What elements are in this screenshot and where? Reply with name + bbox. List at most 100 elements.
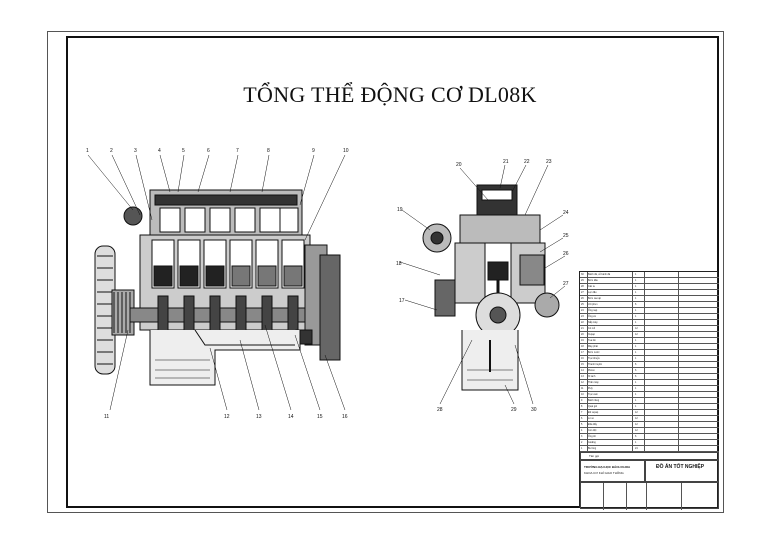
callout-number: 30 <box>531 407 537 413</box>
bom-part-name: Nắp máy <box>588 321 598 324</box>
project-title: ĐỒ ÁN TỐT NGHIỆP <box>656 464 705 470</box>
callout-number: 17 <box>399 298 405 304</box>
callout-number: 25 <box>563 233 569 239</box>
bom-part-name: Cò mổ <box>588 327 596 330</box>
turbocharger <box>422 223 452 253</box>
bom-index: 2 <box>581 441 583 444</box>
bom-quantity: 1 <box>635 441 637 444</box>
callout-number: 7 <box>236 148 239 154</box>
callout-number: 2 <box>110 148 113 154</box>
bom-part-name: Con đội <box>588 429 597 432</box>
bom-part-name: Máy phát <box>588 345 598 348</box>
bom-quantity: 12 <box>635 411 638 414</box>
callout-number: 9 <box>312 148 315 154</box>
bom-index: 20 <box>581 333 584 336</box>
bom-quantity: 1 <box>635 351 637 354</box>
bom-quantity: 1 <box>635 279 637 282</box>
bom-part-name: Bơm cao áp <box>588 297 601 300</box>
bom-quantity: 12 <box>635 327 638 330</box>
bom-part-name: Bu lông <box>588 447 597 450</box>
bom-quantity: 1 <box>635 321 637 324</box>
bom-part-name: Lò xo <box>588 417 594 420</box>
bom-index: 8 <box>581 405 583 408</box>
bom-quantity: 1 <box>635 381 637 384</box>
callout-number: 29 <box>511 407 517 413</box>
callout-number: 16 <box>342 414 348 420</box>
bom-index: 3 <box>581 435 583 438</box>
bom-index: 1 <box>581 447 583 450</box>
callout-number: 27 <box>563 281 569 287</box>
bom-quantity: 6 <box>635 435 637 438</box>
bom-index: 6 <box>581 417 583 420</box>
bom-row: 26 Bơm cao áp 1 <box>580 296 719 302</box>
callout-numbers: 1 2 3 4 5 6 7 8 9 10 11 12 13 14 15 16 1… <box>86 148 569 420</box>
bom-quantity: 1 <box>635 297 637 300</box>
bom-row: 25 Vòi phun 6 <box>580 302 719 308</box>
bom-row: 29 Bơm dầu 1 <box>580 278 719 284</box>
callout-number: 11 <box>104 414 109 420</box>
school-box: TRƯỜNG ĐẠI HỌC BÁCH KHOA KHOA CƠ KHÍ GIA… <box>580 460 645 482</box>
leader-lines <box>87 154 566 411</box>
bom-index: 10 <box>581 393 584 396</box>
bom-quantity: 1 <box>635 315 637 318</box>
bom-index: 18 <box>581 345 584 348</box>
bom-index: 27 <box>581 291 584 294</box>
oil-filter <box>434 279 456 317</box>
bom-row: 6 Lò xo 12 <box>580 416 719 422</box>
bom-row: 13 Xi lanh 6 <box>580 374 719 380</box>
bom-quantity: 1 <box>635 309 637 312</box>
project-box: ĐỒ ÁN TỐT NGHIỆP <box>645 460 719 482</box>
callout-number: 24 <box>563 210 569 216</box>
bom-part-name: Gioăng <box>588 441 596 444</box>
bom-index: 12 <box>581 381 584 384</box>
callout-number: 8 <box>267 148 270 154</box>
bom-row: 12 Thân máy 1 <box>580 380 719 386</box>
bom-quantity: 1 <box>635 393 637 396</box>
bom-quantity: 1 <box>635 357 637 360</box>
bom-index: 25 <box>581 303 584 306</box>
bom-index: 9 <box>581 399 583 402</box>
bom-quantity: 6 <box>635 303 637 306</box>
bom-index: 26 <box>581 297 584 300</box>
callout-number: 6 <box>207 148 210 154</box>
bom-part-name: Bơm dầu <box>588 279 598 282</box>
callout-number: 12 <box>224 414 230 420</box>
bom-part-name: Xi lanh <box>588 375 596 378</box>
bom-part-name: Vòi phun <box>588 303 598 306</box>
bom-quantity: 1 <box>635 339 637 342</box>
bom-index: 24 <box>581 309 584 312</box>
bom-index: 17 <box>581 351 584 354</box>
callout-number: 19 <box>397 207 403 213</box>
bom-index: 16 <box>581 357 584 360</box>
cross-section-view <box>422 184 560 391</box>
school-name: TRƯỜNG ĐẠI HỌC BÁCH KHOA <box>584 465 631 469</box>
bom-part-name: Thanh truyền <box>588 363 603 366</box>
bom-index: 28 <box>581 285 584 288</box>
bom-index: 29 <box>581 279 584 282</box>
cross-cylinder-head <box>459 184 541 244</box>
bom-index: 13 <box>581 375 584 378</box>
bom-index: 23 <box>581 315 584 318</box>
callout-number: 28 <box>437 407 443 413</box>
bom-quantity: 1 <box>635 291 637 294</box>
bom-part-name: Bánh đà, vỏ bánh đà <box>588 273 611 276</box>
bom-quantity: 6 <box>635 375 637 378</box>
callout-number: 15 <box>317 414 323 420</box>
bom-quantity: 12 <box>635 417 638 420</box>
bom-quantity: 1 <box>635 345 637 348</box>
bom-part-name: Thân máy <box>588 381 599 384</box>
bom-index: 14 <box>581 369 584 372</box>
bom-part-name: Các te <box>588 285 595 288</box>
callout-number: 21 <box>503 159 509 165</box>
bom-part-name: Piston <box>588 369 595 372</box>
